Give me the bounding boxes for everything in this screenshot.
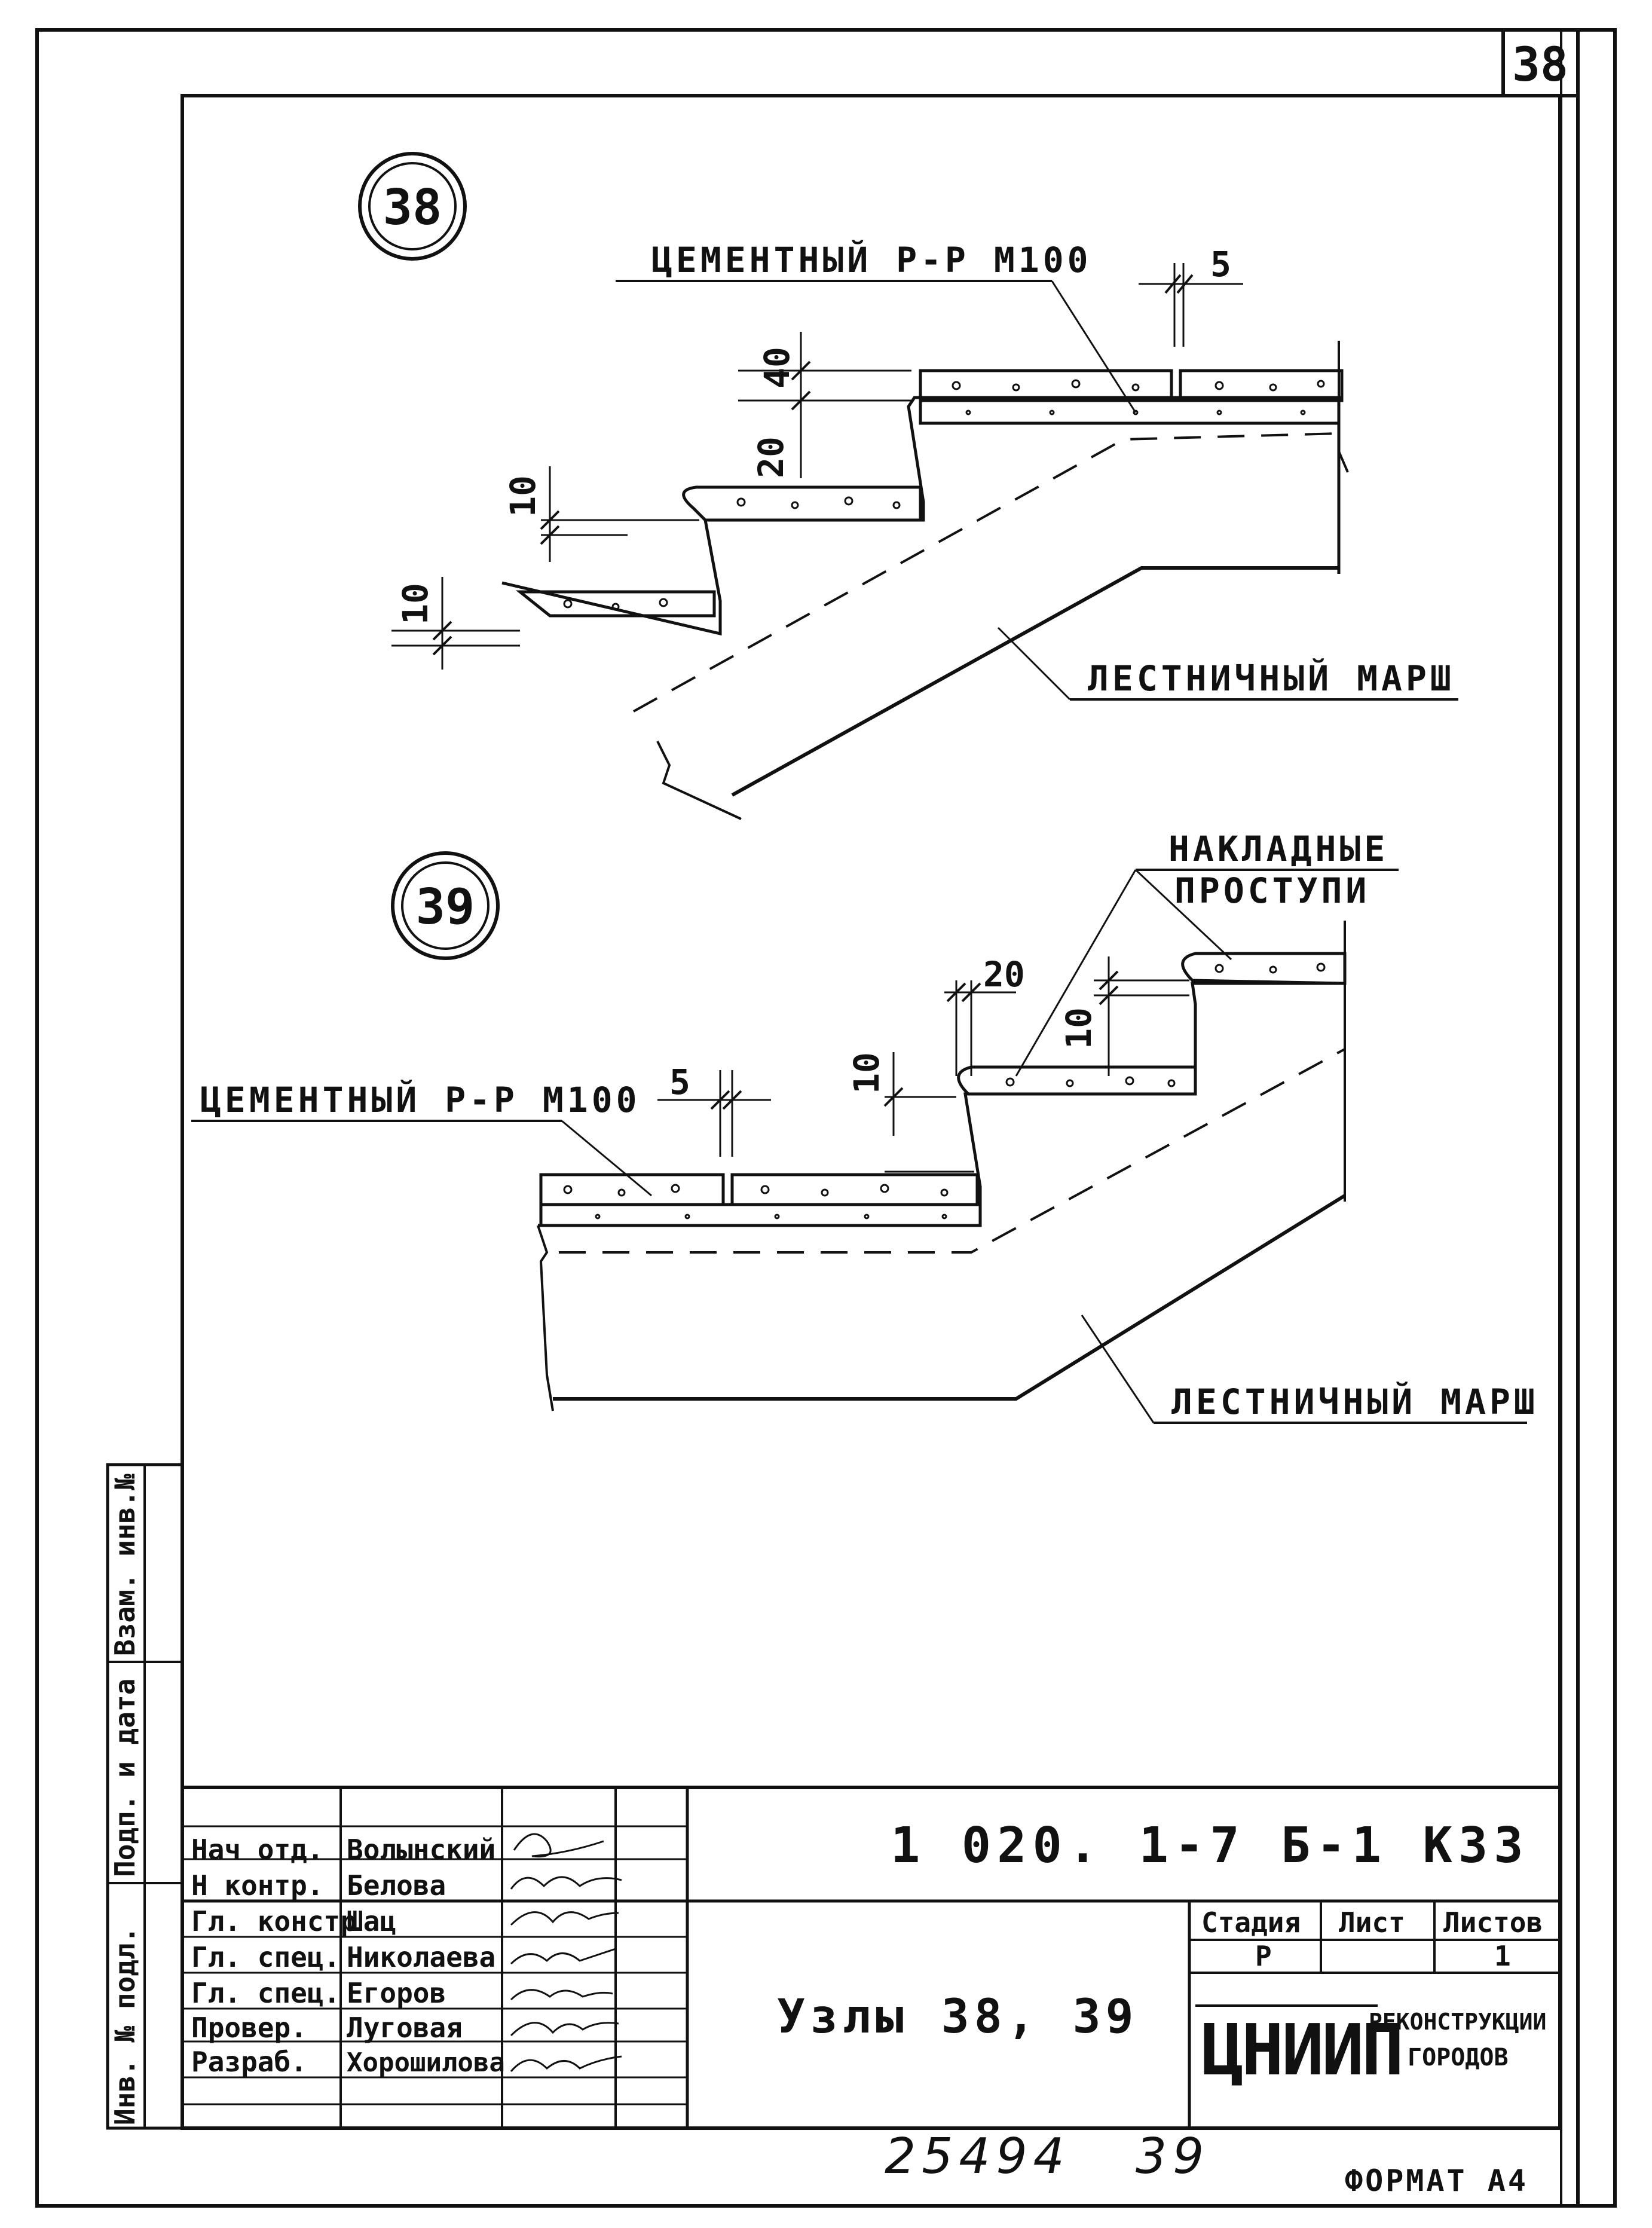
flight-label-38: ЛЕСТНИЧНЫЙ МАРШ	[1088, 658, 1455, 699]
concrete-hatch-39	[563, 962, 1326, 1220]
org-logo: ЦНИИП	[1201, 2009, 1402, 2091]
document-code: 1 020. 1-7 Б-1 К33	[891, 1817, 1529, 1874]
name-3: Шац	[347, 1905, 396, 1937]
role-5: Гл. спец.	[191, 1977, 340, 2009]
name-7: Хорошилова	[347, 2047, 505, 2078]
dimensions-39: 5 10 20 10	[657, 954, 1189, 1173]
callout-39-label: 39	[416, 879, 475, 936]
stage-header: Стадия	[1201, 1906, 1301, 1939]
name-2: Белова	[347, 1869, 446, 1902]
role-2: Н контр.	[191, 1869, 324, 1902]
dim-tread1-39: 10	[846, 1052, 887, 1094]
callout-39: 39	[391, 851, 500, 960]
concrete-hatch-38	[563, 379, 1325, 611]
org-line-2: ГОРОДОВ	[1408, 2044, 1509, 2071]
callout-38: 38	[358, 152, 467, 261]
stamp-replace-inv: Взам. инв.№	[109, 1474, 141, 1656]
title-block: Нач отд. Волынский Н контр. Белова Гл. к…	[181, 1786, 1562, 2130]
footer: 25494 39 ФОРМАТ А4	[885, 2128, 1528, 2198]
dim-gap-39: 5	[669, 1062, 690, 1102]
detail-39: 39	[191, 829, 1538, 1424]
format-label: ФОРМАТ А4	[1345, 2163, 1528, 2198]
mortar-label-39: ЦЕМЕНТНЫЙ Р-Р М100	[200, 1079, 641, 1120]
sheet-header: Лист	[1339, 1906, 1405, 1939]
page-number: 39	[1136, 2128, 1210, 2185]
stamp-inv-no: Инв. № подл.	[109, 1927, 141, 2125]
labels-38: ЦЕМЕНТНЫЙ Р-Р М100 ЛЕСТНИЧНЫЙ МАРШ	[616, 239, 1458, 701]
name-6: Луговая	[347, 2012, 463, 2044]
dim-tread2-39: 10	[1058, 1007, 1099, 1049]
signatory-list: Нач отд. Волынский Н контр. Белова Гл. к…	[191, 1833, 505, 2078]
dimensions-38: 5 40 20 10 10	[391, 244, 1243, 670]
labels-39: НАКЛАДНЫЕ ПРОСТУПИ ЦЕМЕНТНЫЙ Р-Р М100 ЛЕ…	[191, 829, 1538, 1424]
signatures	[510, 1833, 622, 2072]
dim-nosing-39: 20	[983, 954, 1025, 995]
org-line-1: РЕКОНСТРУКЦИИ	[1369, 2009, 1546, 2035]
stamp-sign-date: Подп. и дата	[109, 1679, 141, 1877]
dim-mid-38: 20	[751, 436, 791, 478]
callout-38-label: 38	[383, 179, 442, 236]
dim-top-38: 40	[757, 347, 797, 389]
role-4: Гл. спец.	[191, 1941, 340, 1973]
stair-profile-39	[537, 921, 1346, 1411]
sheets-header: Листов	[1443, 1906, 1543, 1939]
treads-label-39-line2: ПРОСТУПИ	[1174, 870, 1370, 911]
role-3: Гл. констр	[191, 1905, 357, 1937]
sheet-number-box: 38	[1501, 28, 1580, 97]
name-1: Волынский	[347, 1833, 495, 1866]
sheets-value: 1	[1494, 1940, 1511, 1972]
tread-slabs-38	[515, 369, 1344, 618]
side-stamp: Инв. № подл. Подп. и дата Взам. инв.№	[106, 1463, 184, 2130]
organization-block: ЦНИИП РЕКОНСТРУКЦИИ ГОРОДОВ	[1195, 2004, 1546, 2091]
archive-number: 25494	[885, 2128, 1070, 2185]
mortar-label-38: ЦЕМЕНТНЫЙ Р-Р М100	[651, 239, 1092, 280]
stair-profile-38	[501, 341, 1349, 820]
dim-step1-38: 10	[395, 583, 436, 625]
stage-value: Р	[1255, 1940, 1272, 1972]
dim-gap-38: 5	[1210, 244, 1231, 285]
role-1: Нач отд.	[191, 1833, 324, 1866]
flight-label-39: ЛЕСТНИЧНЫЙ МАРШ	[1171, 1381, 1538, 1422]
detail-38: 38	[358, 152, 1458, 820]
treads-label-39: НАКЛАДНЫЕ	[1168, 829, 1388, 869]
sheet-number: 38	[1512, 38, 1568, 92]
tread-slabs-39	[539, 952, 1347, 1227]
drawing-title: Узлы 38, 39	[777, 1990, 1139, 2044]
role-7: Разраб.	[191, 2046, 307, 2078]
name-4: Николаева	[347, 1941, 495, 1973]
role-6: Провер.	[191, 2012, 307, 2044]
name-5: Егоров	[347, 1977, 446, 2009]
dim-step2-38: 10	[503, 475, 543, 517]
